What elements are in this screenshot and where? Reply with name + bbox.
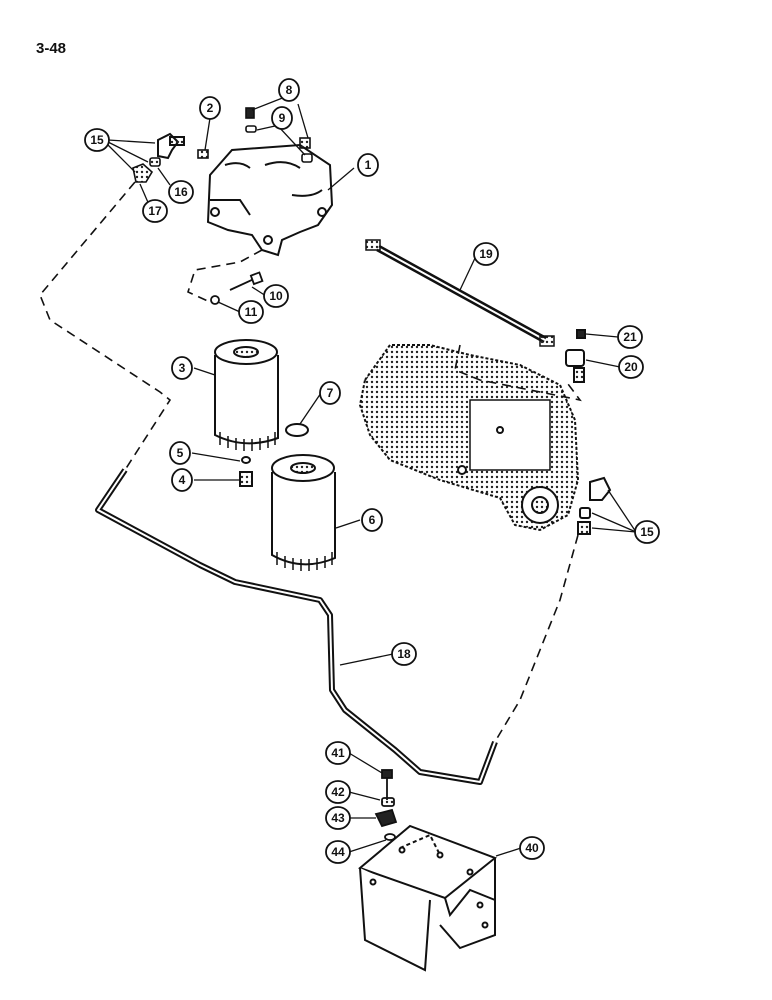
callout-c2: 2 — [199, 96, 221, 120]
callout-circle — [325, 780, 351, 804]
callout-circle — [473, 242, 499, 266]
callout-label: 7 — [327, 386, 334, 400]
callout-c41: 41 — [325, 741, 351, 765]
callout-c18: 18 — [391, 642, 417, 666]
callout-circle — [168, 180, 194, 204]
callout-circle — [278, 78, 300, 102]
callout-label: 21 — [623, 330, 637, 344]
small-hardware-top — [132, 107, 313, 183]
callout-circle — [617, 325, 643, 349]
callout-circle — [271, 106, 293, 130]
callout-circle — [199, 96, 221, 120]
callout-label: 8 — [286, 83, 293, 97]
callout-c11: 11 — [238, 300, 264, 324]
callout-c42: 42 — [325, 780, 351, 804]
callout-circle — [634, 520, 660, 544]
callout-label: 3 — [179, 361, 186, 375]
callout-label: 16 — [174, 185, 188, 199]
callout-circle — [391, 642, 417, 666]
callout-circle — [618, 355, 644, 379]
callout-c6: 6 — [361, 508, 383, 532]
callout-c9: 9 — [271, 106, 293, 130]
callout-circle — [519, 836, 545, 860]
callout-circle — [361, 508, 383, 532]
callout-c3: 3 — [171, 356, 193, 380]
callout-label: 1 — [365, 158, 372, 172]
o-ring-and-plug — [239, 423, 309, 487]
callout-c44: 44 — [325, 840, 351, 864]
callout-c5: 5 — [169, 441, 191, 465]
callout-circle — [263, 284, 289, 308]
callout-circle — [319, 381, 341, 405]
callout-c15b: 15 — [634, 520, 660, 544]
callout-label: 41 — [331, 746, 345, 760]
callout-circle — [238, 300, 264, 324]
callout-label: 6 — [369, 513, 376, 527]
filter-head-part — [206, 143, 334, 257]
callout-circle — [171, 356, 193, 380]
callout-c1: 1 — [357, 153, 379, 177]
callout-label: 9 — [279, 111, 286, 125]
callout-c4: 4 — [171, 468, 193, 492]
callout-label: 40 — [525, 841, 539, 855]
callout-c19: 19 — [473, 242, 499, 266]
callout-label: 5 — [177, 446, 184, 460]
callout-circle — [325, 840, 351, 864]
callout-label: 15 — [640, 525, 654, 539]
callout-circle — [171, 468, 193, 492]
callout-label: 19 — [479, 247, 493, 261]
callout-label: 15 — [90, 133, 104, 147]
callout-c40: 40 — [519, 836, 545, 860]
elbow-fitting-top — [157, 132, 185, 160]
callout-group: 1 2 3 4 5 6 7 89 10 11 15 15 16 17 18 19 20 21 40 41 42 43 44 — [84, 78, 660, 864]
page-number: 3-48 — [36, 40, 67, 57]
callout-label: 44 — [331, 845, 345, 859]
callout-circle — [325, 741, 351, 765]
callout-circle — [357, 153, 379, 177]
callout-label: 10 — [269, 289, 283, 303]
callout-c20: 20 — [618, 355, 644, 379]
banjo-fitting — [565, 329, 586, 383]
bolt-nut-spacer — [374, 769, 398, 841]
filter-element-upper — [214, 339, 279, 451]
callout-circle — [325, 806, 351, 830]
fuel-line-19 — [365, 239, 555, 347]
bolt-and-washer — [210, 271, 264, 305]
elbow-fitting-right — [577, 476, 612, 535]
callout-label: 20 — [624, 360, 638, 374]
callout-c7: 7 — [319, 381, 341, 405]
callout-c17: 17 — [142, 199, 168, 223]
callout-circle — [142, 199, 168, 223]
callout-label: 17 — [148, 204, 162, 218]
callout-circle — [169, 441, 191, 465]
callout-label: 43 — [331, 811, 345, 825]
callout-label: 2 — [207, 101, 214, 115]
callout-label: 11 — [245, 305, 258, 319]
callout-circle — [84, 128, 110, 152]
filter-element-lower — [271, 454, 336, 571]
callout-c8: 8 — [278, 78, 300, 102]
fuel-tube-18 — [95, 468, 498, 785]
callout-c15a: 15 — [84, 128, 110, 152]
callout-c16: 16 — [168, 180, 194, 204]
injection-pump — [358, 344, 580, 532]
callout-c10: 10 — [263, 284, 289, 308]
callout-label: 4 — [179, 473, 186, 487]
callout-label: 42 — [331, 785, 345, 799]
callout-label: 18 — [397, 647, 411, 661]
hose-dashed-lines — [39, 181, 582, 751]
callout-leaders — [107, 96, 637, 857]
callout-c21: 21 — [617, 325, 643, 349]
mounting-bracket — [358, 824, 497, 972]
callout-c43: 43 — [325, 806, 351, 830]
